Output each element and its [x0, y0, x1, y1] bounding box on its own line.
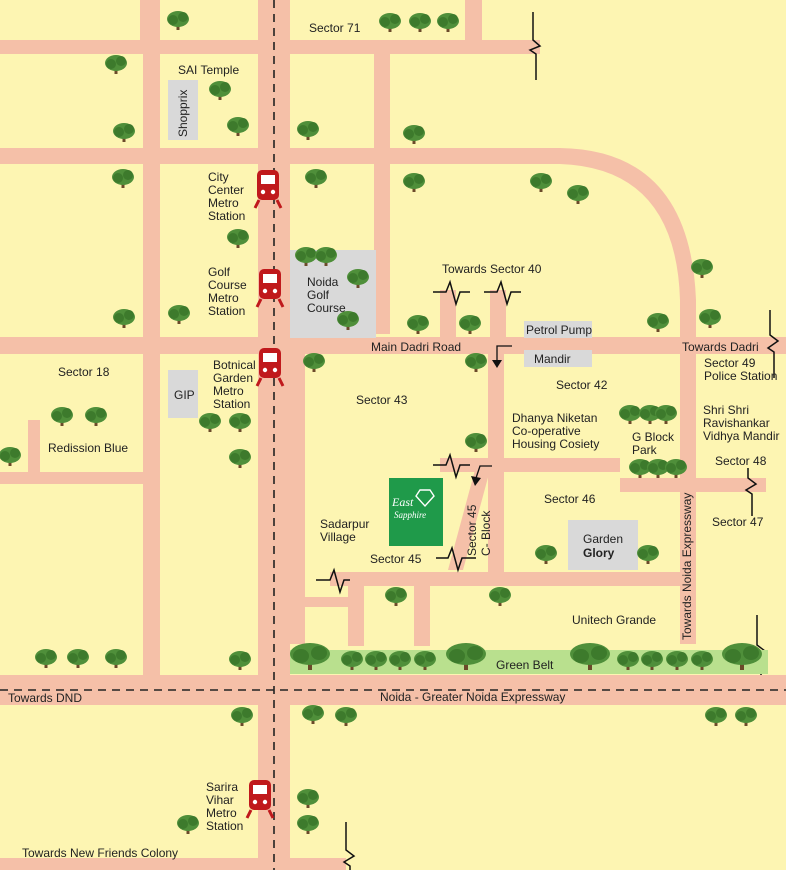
arrow-down-icon [475, 465, 492, 479]
label-sarira-2: Vihar [206, 793, 234, 807]
label-garden-glory-2: Glory [583, 546, 615, 560]
svg-text:Sapphire: Sapphire [394, 510, 426, 520]
label-green-belt: Green Belt [496, 658, 554, 672]
label-sarira-1: Sarira [206, 780, 238, 794]
label-noida-golf-course-3: Course [307, 301, 346, 315]
label-sector49-2: Police Station [704, 369, 777, 383]
label-mandir: Mandir [534, 352, 571, 366]
label-sector45-cblock-1: Sector 45 [465, 504, 479, 556]
label-towards-dadri: Towards Dadri [682, 340, 759, 354]
svg-text:East: East [391, 495, 414, 509]
label-shri-shri-3: Vidhya Mandir [703, 429, 780, 443]
label-city-center-metro-1: City [208, 170, 229, 184]
label-sarira-4: Station [206, 819, 243, 833]
label-sai-temple: SAI Temple [178, 63, 239, 77]
label-noida-golf-course-1: Noida [307, 275, 339, 289]
label-botanical-metro-2: Garden [213, 371, 253, 385]
label-botanical-metro-4: Station [213, 397, 250, 411]
label-shopprix: Shopprix [176, 90, 190, 137]
label-botanical-metro-3: Metro [213, 384, 244, 398]
label-towards-sector40: Towards Sector 40 [442, 262, 542, 276]
label-gip: GIP [174, 388, 195, 402]
label-g-block-2: Park [632, 443, 658, 457]
label-dhanya-3: Housing Cosiety [512, 437, 599, 451]
label-golf-course-metro-1: Golf [208, 265, 231, 279]
label-dhanya-2: Co-operative [512, 424, 581, 438]
label-sector43: Sector 43 [356, 393, 408, 407]
label-expressway: Noida - Greater Noida Expressway [380, 690, 565, 704]
diamond-icon [415, 489, 435, 508]
label-botanical-metro-1: Botnical [213, 358, 256, 372]
arrow-down-icon [496, 345, 512, 362]
label-sector49-1: Sector 49 [704, 356, 756, 370]
label-redission-blue: Redission Blue [48, 441, 128, 455]
label-sector45: Sector 45 [370, 552, 422, 566]
label-sector42: Sector 42 [556, 378, 608, 392]
label-petrol-pump: Petrol Pump [526, 323, 592, 337]
label-city-center-metro-3: Metro [208, 196, 239, 210]
label-towards-dnd: Towards DND [8, 691, 82, 705]
label-towards-noida-expressway: Towards Noida Expressway [680, 493, 694, 640]
label-sadarpur-2: Village [320, 530, 356, 544]
label-golf-course-metro-2: Course [208, 278, 247, 292]
label-sarira-3: Metro [206, 806, 237, 820]
label-towards-nfc: Towards New Friends Colony [22, 846, 178, 860]
label-garden-glory-1: Garden [583, 532, 623, 546]
label-main-dadri-road: Main Dadri Road [371, 340, 461, 354]
label-city-center-metro-4: Station [208, 209, 245, 223]
label-unitech-grande: Unitech Grande [572, 613, 656, 627]
label-golf-course-metro-3: Metro [208, 291, 239, 305]
label-shri-shri-1: Shri Shri [703, 403, 749, 417]
label-sector45-cblock-2: C- Block [479, 510, 493, 556]
east-sapphire-logo[interactable]: East Sapphire [389, 478, 443, 546]
label-shri-shri-2: Ravishankar [703, 416, 770, 430]
map-labels: Sector 71 SAI Temple Shopprix City Cente… [8, 21, 780, 860]
label-g-block-1: G Block [632, 430, 675, 444]
label-noida-golf-course-2: Golf [307, 288, 330, 302]
label-sector71: Sector 71 [309, 21, 361, 35]
label-dhanya-1: Dhanya Niketan [512, 411, 597, 425]
label-golf-course-metro-4: Station [208, 304, 245, 318]
label-sadarpur-1: Sadarpur [320, 517, 369, 531]
label-sector18: Sector 18 [58, 365, 110, 379]
label-sector46: Sector 46 [544, 492, 596, 506]
label-sector48: Sector 48 [715, 454, 767, 468]
label-city-center-metro-2: Center [208, 183, 244, 197]
label-sector47: Sector 47 [712, 515, 764, 529]
